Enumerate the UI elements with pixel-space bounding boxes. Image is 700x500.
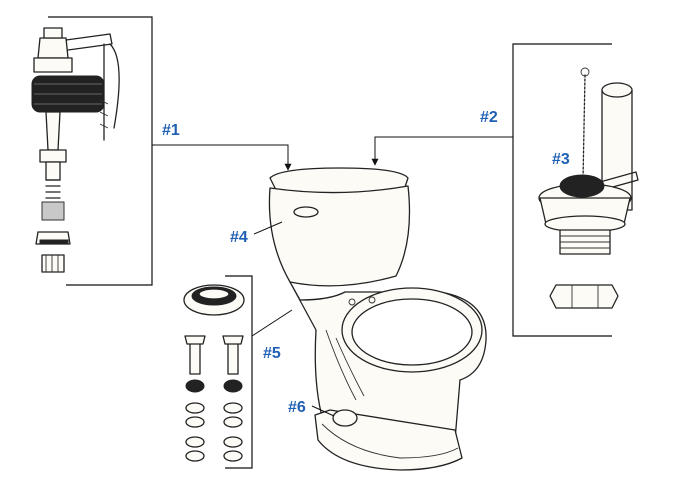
callout-flush-valve: #2: [480, 109, 498, 126]
fill-valve-group: [31, 16, 292, 286]
callout-tank: #4: [230, 229, 248, 246]
base-leader-line: [311, 405, 335, 417]
flush-valve-icon: [538, 67, 639, 309]
flush-valve-leader-line: [371, 136, 513, 166]
callout-flapper: #3: [552, 151, 570, 168]
fill-valve-icon: [31, 27, 120, 273]
fill-valve-leader-line: [152, 144, 292, 171]
callout-fill-valve: #1: [162, 122, 180, 139]
flush-valve-bracket: [512, 43, 612, 337]
toilet-icon: [268, 167, 487, 471]
flush-valve-group: [371, 43, 639, 337]
flush-handle: [293, 206, 319, 218]
hardware-group: [183, 275, 293, 469]
callout-bolt-caps: #6: [288, 399, 306, 416]
tank-body: [268, 185, 411, 287]
callout-hardware: #5: [263, 345, 281, 362]
fill-valve-bracket: [48, 16, 153, 286]
hardware-icon: [183, 284, 245, 462]
hardware-bracket: [225, 275, 253, 469]
tank-leader-line: [253, 221, 283, 235]
hardware-leader-line: [251, 309, 293, 337]
